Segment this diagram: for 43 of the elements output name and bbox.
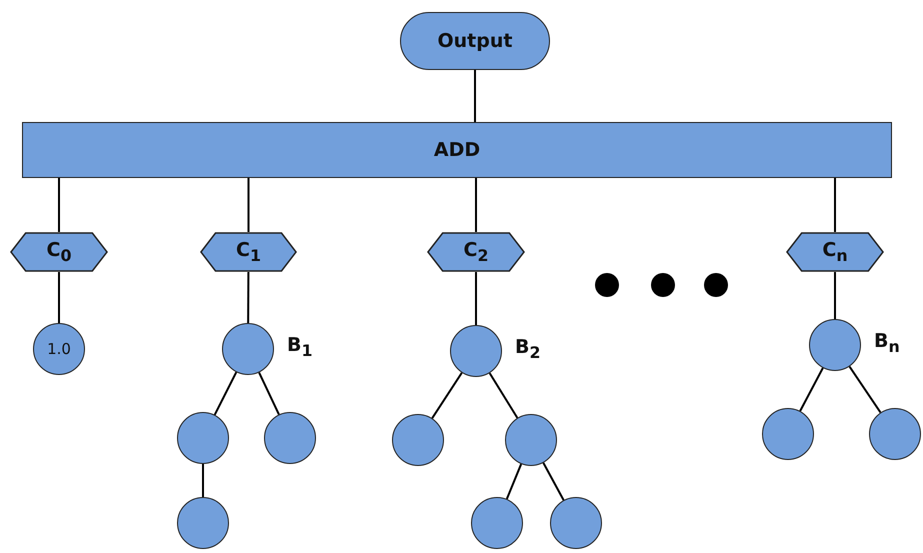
node-label: ADD — [434, 139, 480, 161]
connector-line — [248, 178, 250, 232]
connector-line — [848, 366, 882, 413]
connector-line — [475, 272, 477, 325]
tree-node-circle — [33, 323, 85, 375]
connector-line — [475, 178, 477, 232]
connector-line — [214, 372, 238, 416]
connector-line — [799, 368, 824, 412]
tree-label: B$_{n}$ — [874, 330, 900, 356]
node-label: Output — [438, 30, 512, 52]
node-label: C$_{n}$ — [822, 239, 848, 265]
connector-line — [247, 272, 250, 323]
tree-node-circle — [177, 412, 229, 464]
connector-line — [834, 272, 836, 319]
tree-label: B$_{1}$ — [287, 334, 312, 360]
adder-bar — [22, 122, 892, 178]
coefficient-hexagon — [786, 232, 884, 272]
node-value: 1.0 — [47, 340, 71, 358]
connector-line — [58, 178, 60, 232]
connector-line — [58, 272, 60, 323]
connector-line — [474, 70, 476, 122]
tree-node-circle — [762, 408, 814, 460]
tree-node-circle — [471, 497, 523, 549]
tree-node-circle — [177, 497, 229, 549]
connector-line — [834, 178, 836, 232]
connector-line — [542, 462, 564, 501]
connector-line — [431, 372, 463, 419]
connector-line — [506, 464, 522, 500]
tree-node-circle — [550, 497, 602, 549]
tree-node-circle — [264, 412, 316, 464]
connector-line — [258, 372, 280, 415]
tree-node-circle — [505, 414, 557, 466]
tree-node-circle — [869, 408, 921, 460]
tree-node-circle — [392, 414, 444, 466]
tree-label: B$_{2}$ — [515, 336, 540, 362]
node-label: C$_{0}$ — [46, 239, 72, 265]
connector-line — [202, 464, 204, 497]
node-label: C$_{2}$ — [464, 239, 488, 265]
connector-line — [488, 372, 518, 418]
coefficient-hexagon — [10, 232, 108, 272]
node-label: C$_{1}$ — [236, 239, 261, 265]
coefficient-hexagon — [200, 232, 297, 272]
coefficient-hexagon — [427, 232, 525, 272]
